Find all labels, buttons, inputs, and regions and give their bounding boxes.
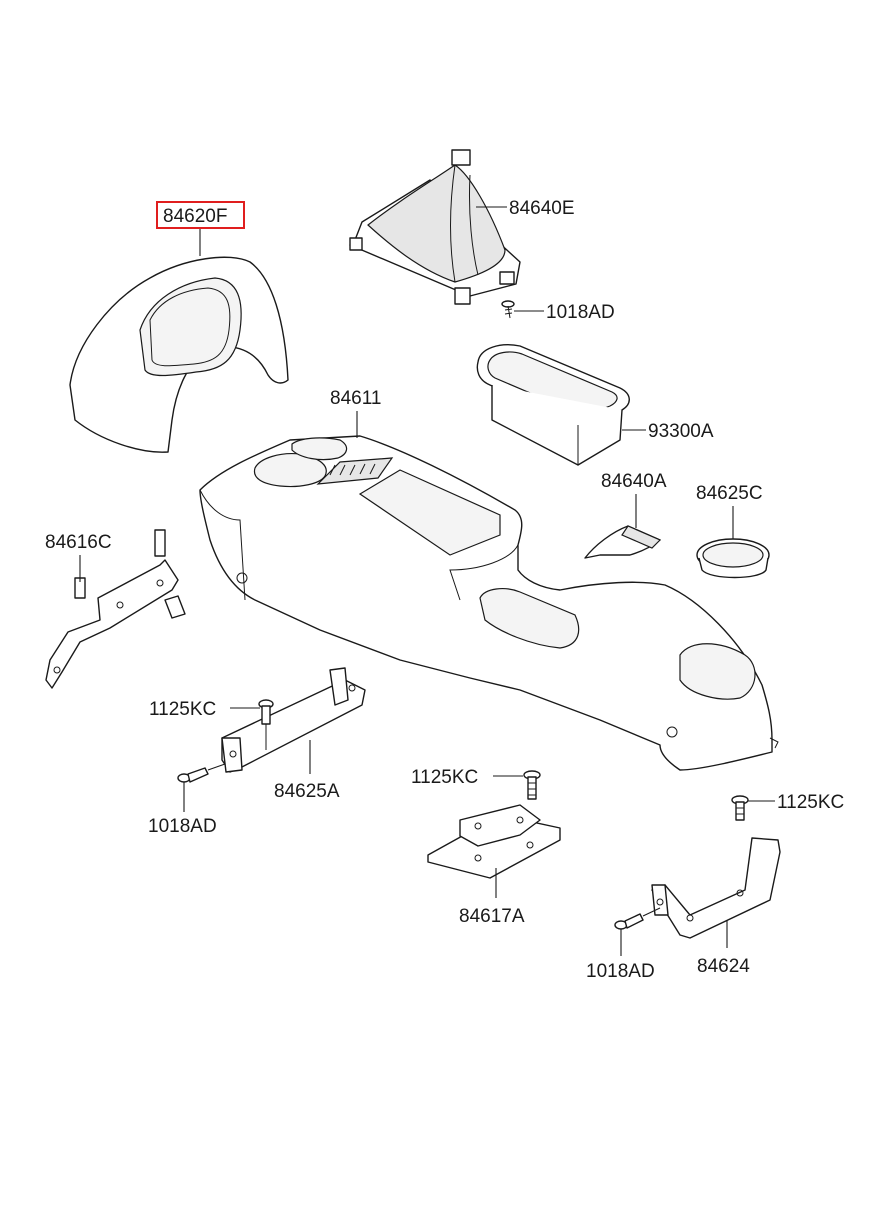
label-84625A[interactable]: 84625A	[274, 781, 340, 802]
bolt-1125KC-left[interactable]	[258, 699, 274, 750]
part-84625A-bracket[interactable]	[221, 667, 366, 773]
part-84624-bracket[interactable]	[651, 837, 781, 939]
part-84617A-bracket[interactable]	[427, 804, 561, 879]
label-84625C[interactable]: 84625C	[696, 483, 763, 504]
part-84640A-trim[interactable]	[584, 525, 662, 559]
bolt-1125KC-right[interactable]	[731, 795, 749, 821]
screw-1018AD-right[interactable]	[614, 907, 661, 930]
part-84625C-ring[interactable]	[696, 538, 770, 579]
label-93300A[interactable]: 93300A	[648, 421, 714, 442]
label-1018AD-right[interactable]: 1018AD	[586, 961, 655, 982]
label-84624[interactable]: 84624	[697, 956, 750, 977]
label-1125KC-mid[interactable]: 1125KC	[411, 767, 478, 788]
label-84640A[interactable]: 84640A	[601, 471, 667, 492]
label-84640E[interactable]: 84640E	[509, 198, 575, 219]
label-1018AD-top[interactable]: 1018AD	[546, 302, 615, 323]
screw-1018AD-top[interactable]	[501, 300, 515, 319]
bolt-1125KC-mid[interactable]	[523, 770, 541, 800]
highlight-box-84620F	[156, 201, 245, 229]
label-84616C[interactable]: 84616C	[45, 532, 112, 553]
label-1018AD-left[interactable]: 1018AD	[148, 816, 217, 837]
part-84640E-shift-boot[interactable]	[349, 149, 521, 305]
part-84620F-hood[interactable]	[69, 256, 289, 453]
part-84611-console[interactable]	[199, 435, 779, 771]
label-1125KC-right[interactable]: 1125KC	[777, 792, 844, 813]
label-84617A[interactable]: 84617A	[459, 906, 525, 927]
label-1125KC-left[interactable]: 1125KC	[149, 699, 216, 720]
part-93300A-tray[interactable]	[476, 344, 630, 466]
part-84616C-bracket[interactable]	[45, 529, 186, 689]
label-84611[interactable]: 84611	[330, 388, 381, 409]
screw-1018AD-left[interactable]	[177, 763, 226, 783]
label-84620F[interactable]: 84620F	[163, 206, 227, 227]
